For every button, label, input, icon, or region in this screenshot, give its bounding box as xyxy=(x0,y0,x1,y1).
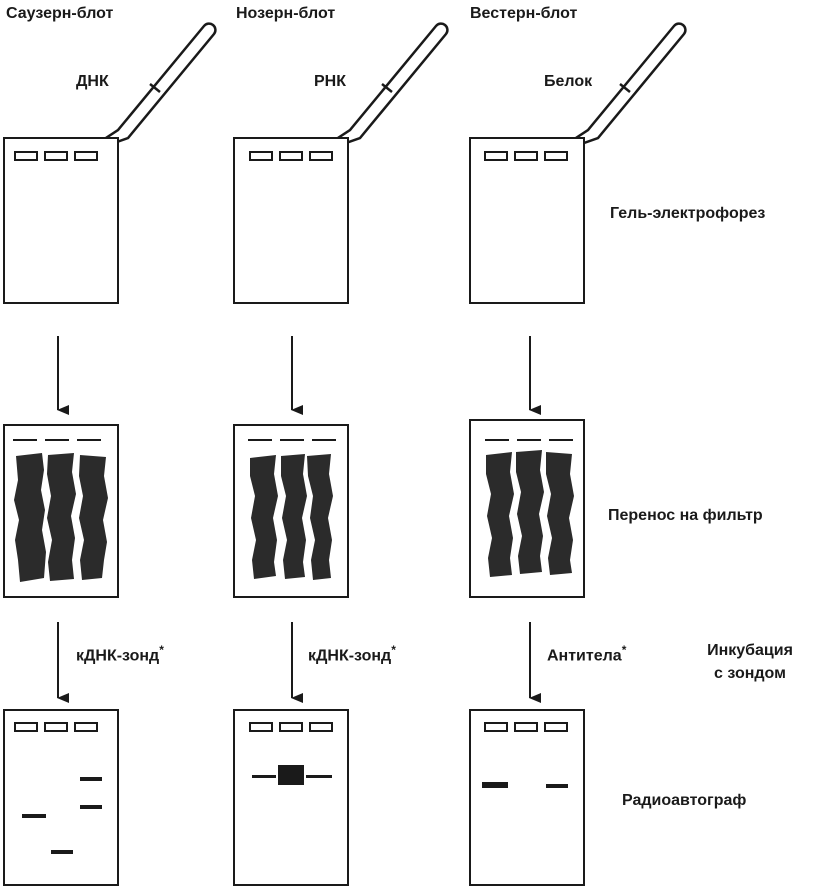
probe-name: кДНК-зонд xyxy=(76,647,160,665)
gel-well xyxy=(484,722,508,732)
gel-well xyxy=(309,151,333,161)
band xyxy=(252,775,276,778)
probe-label-3: Антитела* xyxy=(547,640,626,666)
pipette-icon-1 xyxy=(79,22,217,157)
band xyxy=(80,777,102,781)
band xyxy=(80,805,102,809)
step-incubation-line1: Инкубация xyxy=(707,642,793,659)
gel-well xyxy=(279,151,303,161)
probe-label-2: кДНК-зонд* xyxy=(308,640,396,666)
gel-well xyxy=(544,722,568,732)
gel-well xyxy=(514,722,538,732)
autoradiograph-2 xyxy=(233,709,349,886)
smear-lane xyxy=(281,454,307,579)
radioactive-mark: * xyxy=(391,643,396,657)
filter-1 xyxy=(3,424,119,598)
gel-well xyxy=(74,151,98,161)
probe-label-1: кДНК-зонд* xyxy=(76,640,164,666)
sample-label-protein: Белок xyxy=(544,73,593,90)
gel-well xyxy=(44,151,68,161)
pipette-icon-3 xyxy=(549,22,687,157)
gel-well xyxy=(279,722,303,732)
smear-lane xyxy=(546,452,574,575)
smear-lane xyxy=(47,453,76,581)
smear-lane xyxy=(486,452,514,577)
gel-well xyxy=(14,151,38,161)
pipette-icon-2 xyxy=(311,22,449,157)
gel-well xyxy=(44,722,68,732)
smear-lane xyxy=(307,454,333,580)
band xyxy=(22,814,46,818)
band xyxy=(278,765,304,785)
method-label-southern: Саузерн-блот xyxy=(6,5,114,22)
radioactive-mark: * xyxy=(621,643,627,657)
smear-lane xyxy=(516,450,544,574)
filter-3 xyxy=(469,419,585,598)
sample-label-rna: РНК xyxy=(314,73,346,90)
gel-3 xyxy=(469,137,585,304)
band xyxy=(546,784,568,788)
gel-well xyxy=(14,722,38,732)
step-electrophoresis: Гель-электрофорез xyxy=(610,205,766,222)
probe-name: Антитела xyxy=(547,647,622,665)
gel-well xyxy=(309,722,333,732)
gel-well xyxy=(249,722,273,732)
band xyxy=(482,782,508,788)
autoradiograph-1 xyxy=(3,709,119,886)
gel-well xyxy=(484,151,508,161)
filter-2 xyxy=(233,424,349,598)
sample-label-dna: ДНК xyxy=(76,73,109,90)
autoradiograph-3 xyxy=(469,709,585,886)
gel-well xyxy=(544,151,568,161)
gel-well xyxy=(514,151,538,161)
step-autoradiograph: Радиоавтограф xyxy=(622,792,747,809)
band xyxy=(306,775,332,778)
smear-lane xyxy=(14,453,46,582)
gel-well xyxy=(249,151,273,161)
band xyxy=(51,850,73,854)
step-transfer: Перенос на фильтр xyxy=(608,507,763,524)
gel-2 xyxy=(233,137,349,304)
smear-lane xyxy=(250,455,278,579)
gel-1 xyxy=(3,137,119,304)
method-label-northern: Нозерн-блот xyxy=(236,5,336,22)
gel-well xyxy=(74,722,98,732)
smear-lane xyxy=(79,455,108,580)
radioactive-mark: * xyxy=(159,643,164,657)
probe-name: кДНК-зонд xyxy=(308,647,392,665)
method-label-western: Вестерн-блот xyxy=(470,5,578,22)
step-incubation-line2: с зондом xyxy=(714,665,786,682)
